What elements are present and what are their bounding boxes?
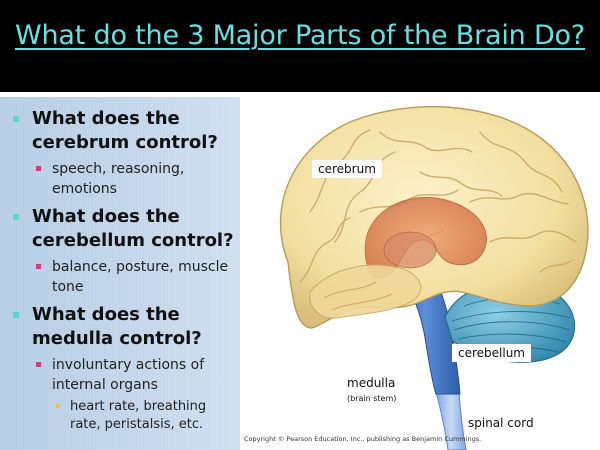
spinal-cord-shape — [435, 391, 467, 450]
answer-text: involuntary actions of internal organs — [52, 357, 205, 393]
answer-text: balance, posture, muscle tone — [52, 259, 229, 295]
bullet-sub-answer-medulla: heart rate, breathing rate, peristalsis,… — [0, 398, 240, 434]
thalamus-shape — [383, 231, 437, 269]
square-bullet-icon — [36, 166, 41, 171]
square-bullet-icon — [36, 264, 41, 269]
question-text: What does the medulla control? — [32, 304, 202, 349]
slide-body: What does the cerebrum control? speech, … — [0, 92, 600, 450]
sub-answer-text: heart rate, breathing rate, peristalsis,… — [70, 399, 207, 432]
bullet-answer-medulla: involuntary actions of internal organs — [0, 355, 240, 395]
bullet-list: What does the cerebrum control? speech, … — [0, 107, 240, 434]
square-bullet-icon — [13, 312, 19, 318]
question-text: What does the cerebellum control? — [32, 206, 234, 251]
square-bullet-icon — [13, 116, 19, 122]
brain-illustration — [279, 106, 589, 450]
bullet-question-cerebrum: What does the cerebrum control? — [0, 107, 240, 155]
temporal-lobe-shape — [309, 264, 422, 319]
bullet-question-cerebellum: What does the cerebellum control? — [0, 205, 240, 253]
cerebellum-label: cerebellum — [452, 344, 531, 362]
bullet-answer-cerebellum: balance, posture, muscle tone — [0, 257, 240, 297]
square-bullet-icon — [36, 362, 41, 367]
slide-title: What do the 3 Major Parts of the Brain D… — [14, 20, 586, 51]
square-bullet-icon — [56, 404, 60, 408]
question-text: What does the cerebrum control? — [32, 108, 218, 153]
square-bullet-icon — [13, 214, 19, 220]
bullet-answer-cerebrum: speech, reasoning, emotions — [0, 159, 240, 199]
brain-diagram: cerebrum cerebellum medulla (brain stem)… — [240, 92, 600, 450]
brainstem-shape — [388, 256, 461, 395]
bullet-question-medulla: What does the medulla control? — [0, 303, 240, 351]
spinal-cord-label: spinal cord — [468, 416, 534, 430]
brain-stem-label: (brain stem) — [347, 394, 397, 403]
copyright-text: Copyright © Pearson Education, Inc., pub… — [244, 435, 482, 443]
cerebrum-label: cerebrum — [312, 160, 382, 178]
answer-text: speech, reasoning, emotions — [52, 161, 185, 197]
title-bar: What do the 3 Major Parts of the Brain D… — [0, 0, 600, 92]
bullet-panel: What does the cerebrum control? speech, … — [0, 97, 240, 450]
medulla-label: medulla — [347, 376, 396, 390]
